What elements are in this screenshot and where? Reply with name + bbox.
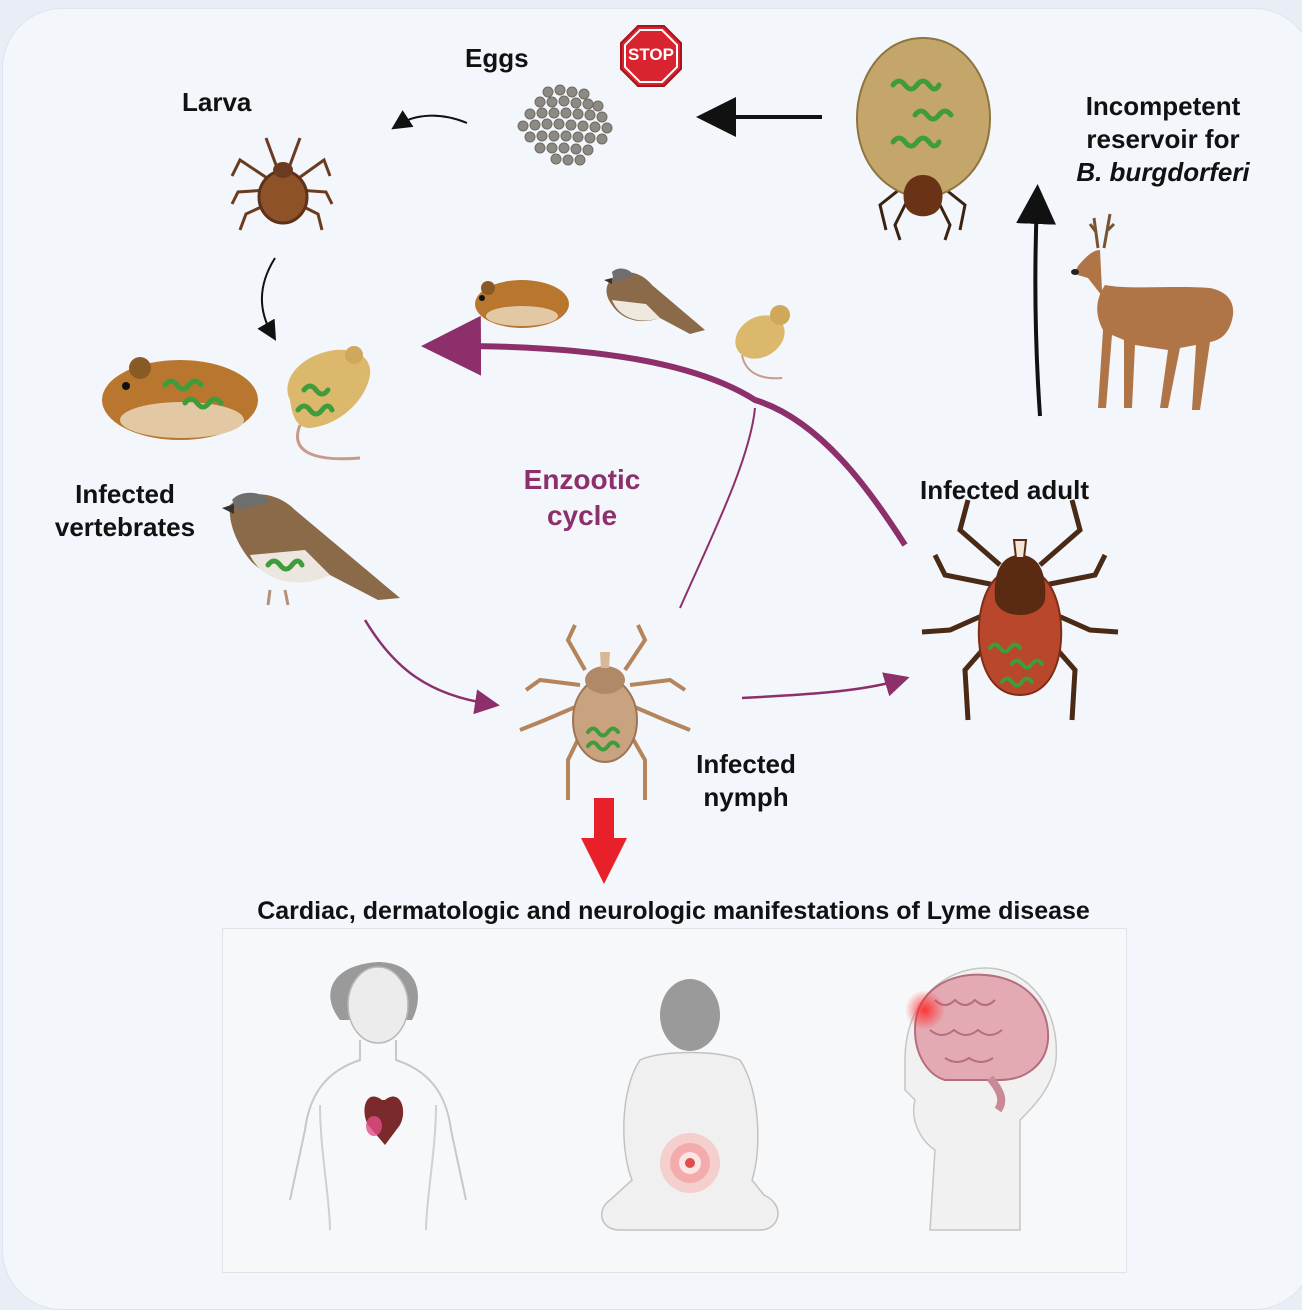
- label-eggs: Eggs: [465, 42, 529, 75]
- infected-nymph-line2: nymph: [690, 781, 802, 814]
- engorged-tick-icon: [857, 38, 990, 240]
- sparrow-icon: [222, 493, 400, 605]
- hamster-icon: [102, 357, 258, 440]
- label-enzootic-cycle: Enzootic cycle: [515, 462, 649, 534]
- stop-label: STOP: [622, 44, 680, 66]
- deer-icon: [1071, 214, 1233, 410]
- incompetent-line1: Incompetent: [1068, 90, 1258, 123]
- label-infected-nymph: Infected nymph: [690, 748, 802, 814]
- rash-manifestation: [602, 979, 778, 1230]
- nymph-tick-icon: [520, 625, 690, 800]
- red-down-arrow: [581, 798, 627, 884]
- adult-tick-icon: [922, 500, 1118, 720]
- larva-tick-icon: [232, 138, 332, 230]
- heart-manifestation: [290, 962, 466, 1230]
- label-infected-vertebrates: Infected vertebrates: [46, 478, 204, 544]
- lyme-cycle-diagram: Eggs STOP Larva Incompetent reservoir fo…: [0, 0, 1302, 1271]
- incompetent-line2: reservoir for: [1068, 123, 1258, 156]
- label-larva: Larva: [182, 86, 251, 119]
- infected-vertebrates-line2: vertebrates: [46, 511, 204, 544]
- enzootic-line2: cycle: [515, 498, 649, 534]
- sparrow-icon: [604, 269, 705, 334]
- egg-cluster-icon: [518, 85, 612, 165]
- mouse-icon: [727, 305, 792, 378]
- label-manifestations: Cardiac, dermatologic and neurologic man…: [222, 895, 1125, 928]
- label-incompetent-reservoir: Incompetent reservoir for B. burgdorferi: [1068, 90, 1258, 189]
- label-infected-adult: Infected adult: [920, 474, 1089, 507]
- incompetent-line3: B. burgdorferi: [1068, 156, 1258, 189]
- skin-rash-icon: [660, 1133, 720, 1193]
- hamster-icon: [475, 280, 569, 328]
- diagram-artwork: [0, 0, 1302, 1271]
- mouse-icon: [287, 346, 370, 459]
- infected-vertebrates-line1: Infected: [46, 478, 204, 511]
- heart-icon: [364, 1097, 403, 1145]
- enzootic-line1: Enzootic: [515, 462, 649, 498]
- infected-nymph-line1: Infected: [690, 748, 802, 781]
- brain-manifestation: [905, 968, 1056, 1230]
